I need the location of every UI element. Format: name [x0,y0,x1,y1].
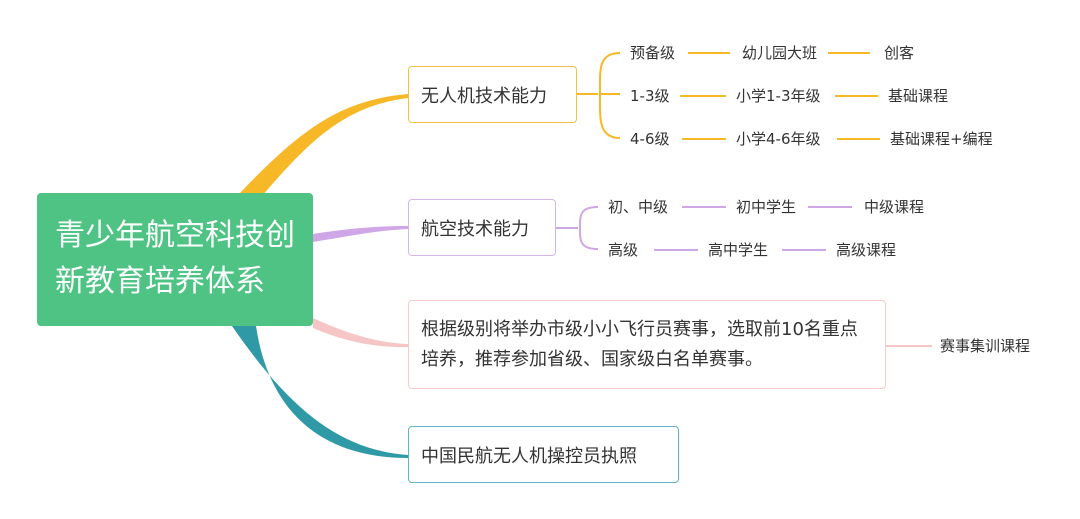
leaf-b2-r0-level[interactable]: 初、中级 [608,198,669,216]
leaf-b1-r0-grade[interactable]: 幼儿园大班 [742,44,818,62]
leaf-b1-r2-course[interactable]: 基础课程+编程 [890,130,993,148]
leaf-b2-r0-grade[interactable]: 初中学生 [736,198,797,216]
leaf-b1-r0-level[interactable]: 预备级 [630,44,676,62]
branch-caac-license-label: 中国民航无人机操控员执照 [421,445,637,467]
root-topic-line2: 新教育培养体系 [55,264,265,299]
branch-caac-license[interactable]: 中国民航无人机操控员执照 [408,426,679,483]
bracket-b2 [556,206,599,250]
leaf-b3-training-course[interactable]: 赛事集训课程 [940,337,1031,355]
bracket-b1 [577,52,621,139]
connector-root-b1 [240,94,408,196]
connector-root-b3 [313,318,408,348]
leaf-b2-r0-course[interactable]: 中级课程 [864,198,925,216]
b2-row-lines [654,206,852,251]
leaf-b2-r1-level[interactable]: 高级 [608,241,639,259]
branch-aviation-tech-label: 航空技术能力 [421,218,529,240]
branch-aviation-tech[interactable]: 航空技术能力 [408,199,556,256]
connector-root-b2 [313,226,408,242]
leaf-b1-r2-level[interactable]: 4-6级 [630,130,670,148]
leaf-b2-r1-course[interactable]: 高级课程 [836,241,897,259]
connector-root-b4 [232,326,408,458]
b1-row-lines [680,52,880,140]
leaf-b1-r1-grade[interactable]: 小学1-3年级 [736,87,821,105]
branch-drone-tech[interactable]: 无人机技术能力 [408,66,577,123]
branch-drone-tech-label: 无人机技术能力 [421,85,547,107]
leaf-b2-r1-grade[interactable]: 高中学生 [708,241,769,259]
leaf-b1-r2-grade[interactable]: 小学4-6年级 [736,130,821,148]
branch-competition[interactable]: 根据级别将举办市级小小飞行员赛事，选取前10名重点培养，推荐参加省级、国家级白名… [408,300,886,389]
leaf-b1-r1-course[interactable]: 基础课程 [888,87,949,105]
leaf-b1-r0-course[interactable]: 创客 [884,44,915,62]
root-topic-line1: 青少年航空科技创 [55,218,295,253]
root-topic[interactable]: 青少年航空科技创 新教育培养体系 [37,193,313,326]
branch-competition-label: 根据级别将举办市级小小飞行员赛事，选取前10名重点培养，推荐参加省级、国家级白名… [421,319,858,370]
leaf-b1-r1-level[interactable]: 1-3级 [630,87,670,105]
